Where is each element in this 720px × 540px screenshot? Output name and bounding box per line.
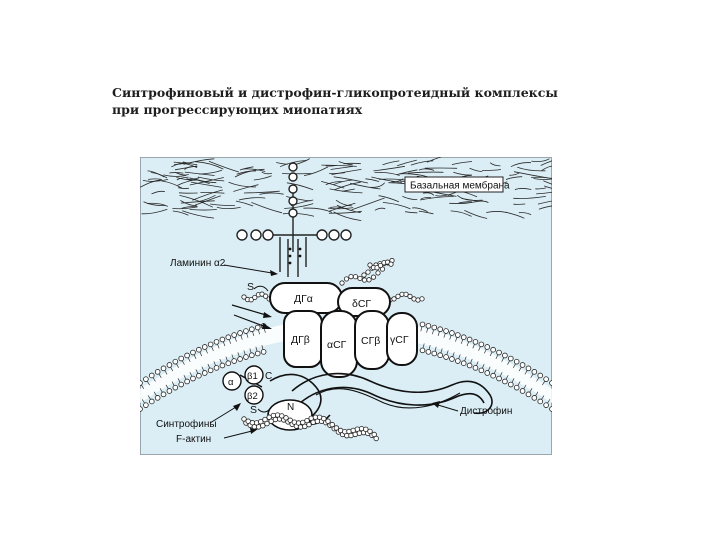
c-terminus-marker: C	[265, 371, 272, 382]
laminin-arrow	[223, 264, 273, 274]
sg-alpha-label: αСГ	[327, 339, 347, 351]
n-terminus-marker: N	[287, 402, 294, 413]
f-actin-label: F-актин	[176, 434, 211, 445]
figure-caption: Синтрофиновый и дистрофин-гликопротеидны…	[112, 84, 612, 118]
dystroglycan-beta: ДГβ	[283, 310, 323, 368]
syn-beta1-label: β1	[247, 371, 258, 382]
dg-alpha-label: ДГα	[294, 293, 313, 305]
sarcoglycan-alpha: αСГ	[320, 310, 358, 378]
glycan-chains	[241, 257, 425, 303]
caption-line-2: при прогрессирующих миопатиях	[112, 102, 363, 117]
sg-beta-label: СГβ	[361, 335, 380, 347]
membrane-diagram: Базальная мембрана Ламинин α2	[140, 157, 552, 455]
syntrophin-beta2: β2	[244, 385, 264, 405]
f-actin-filament	[241, 412, 379, 442]
panel-border	[140, 157, 552, 455]
s-marker-bottom: S	[250, 404, 257, 416]
syn-beta2-label: β2	[247, 391, 258, 402]
sarcoglycan-gamma: γСГ	[386, 312, 418, 366]
syntrophins-label: Синтрофины	[156, 418, 217, 430]
dystrophin-arrow	[437, 404, 459, 412]
sarcoglycan-beta: СГβ	[354, 310, 390, 370]
f-actin-arrow	[223, 430, 253, 439]
sg-delta-label: δСГ	[352, 298, 371, 310]
dystroglycan-alpha: ДГα	[269, 282, 343, 314]
sarcolemma-bilayer	[140, 321, 552, 412]
caption-line-1: Синтрофиновый и дистрофин-гликопротеидны…	[112, 85, 558, 100]
laminin-label: Ламинин α2	[170, 258, 226, 269]
syn-alpha-label: α	[228, 377, 234, 388]
basal-membrane-label: Базальная мембрана	[410, 180, 510, 192]
dystrophin-label: Дистрофин	[460, 405, 512, 417]
dg-beta-label: ДГβ	[291, 334, 310, 346]
syntrophin-beta1: β1	[244, 365, 264, 385]
syntrophin-alpha: α	[222, 371, 242, 391]
syntrophins-arrow	[209, 406, 237, 424]
s-marker-top: S	[247, 281, 254, 293]
sarcolemma-fill	[140, 318, 552, 403]
laminin-alpha2	[236, 162, 352, 277]
sg-gamma-label: γСГ	[390, 334, 409, 346]
basal-membrane-label-box	[404, 176, 504, 193]
